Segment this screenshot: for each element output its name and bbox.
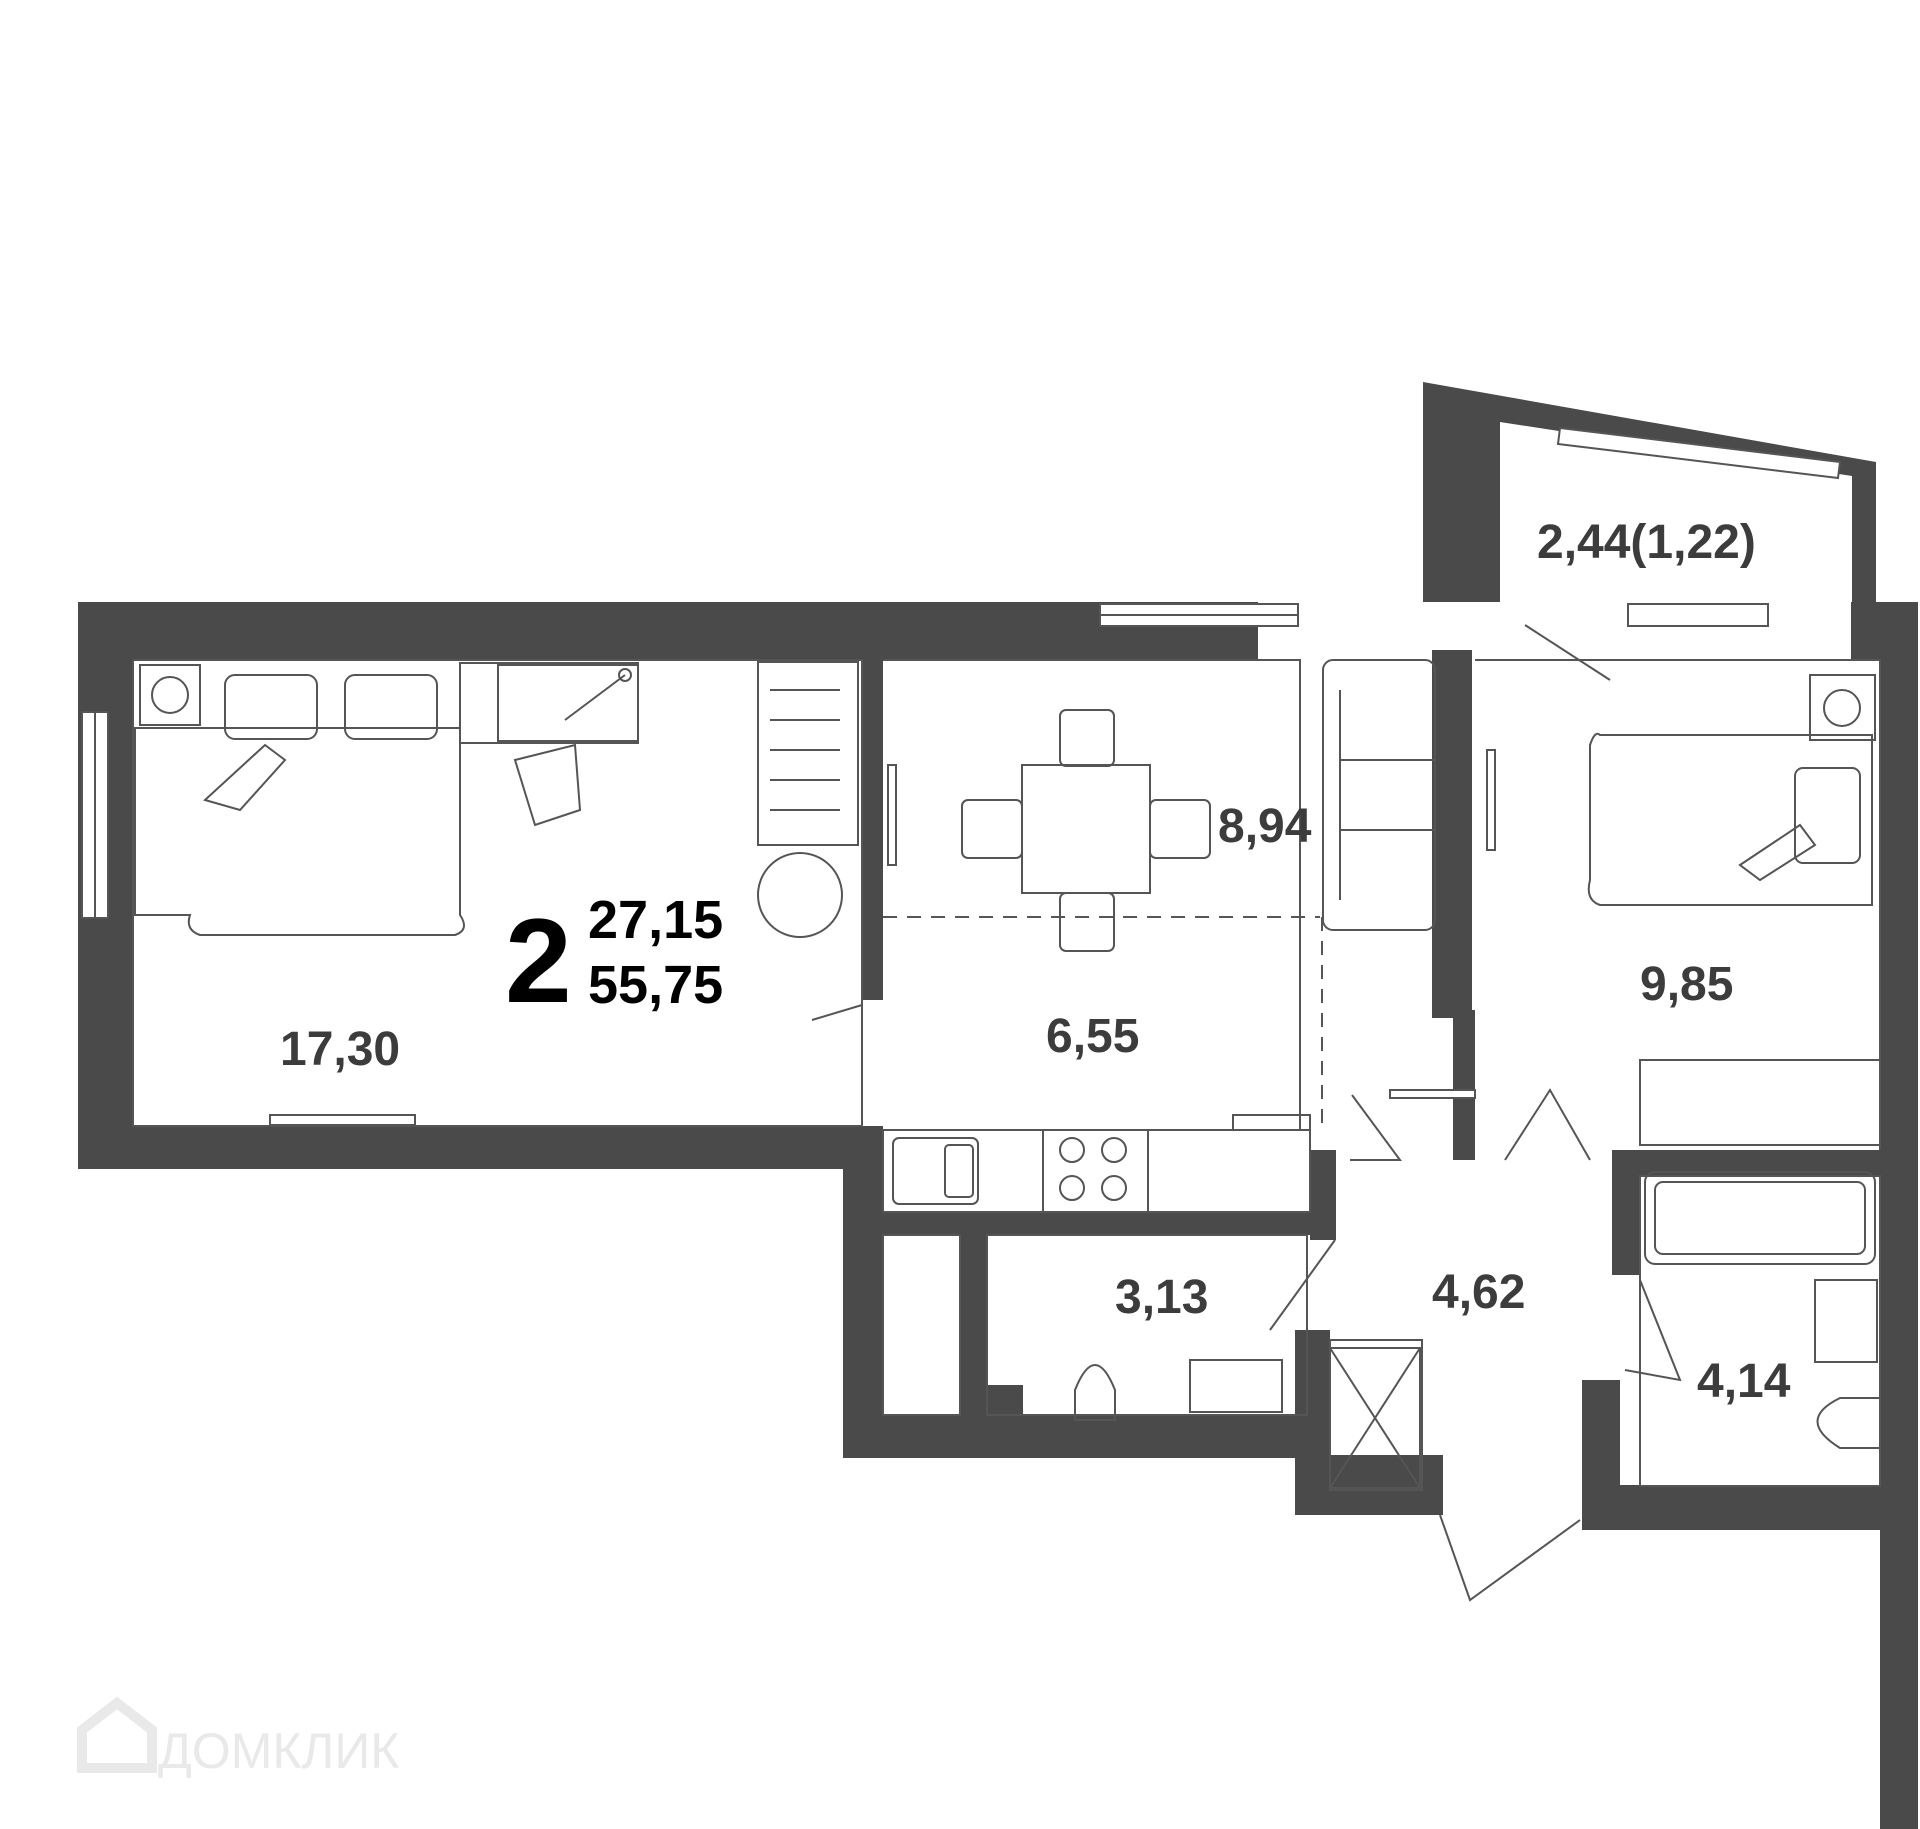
- watermark: ДОМКЛИК: [77, 1696, 399, 1779]
- area-balcony: 2,44(1,22): [1537, 516, 1756, 569]
- walls: [78, 382, 1918, 1829]
- area-bedroom-large: 17,30: [280, 1023, 400, 1076]
- living-area: 27,15: [588, 890, 723, 950]
- area-bathroom: 4,14: [1697, 1355, 1791, 1408]
- area-hall: 4,62: [1432, 1266, 1525, 1319]
- area-bedroom-small: 9,85: [1640, 958, 1733, 1011]
- area-wc: 3,13: [1115, 1271, 1208, 1324]
- furniture: [134, 624, 1881, 1602]
- area-kitchen: 8,94: [1218, 800, 1312, 853]
- area-dining: 6,55: [1046, 1010, 1139, 1063]
- watermark-text: ДОМКЛИК: [158, 1723, 399, 1779]
- rooms-count: 2: [505, 894, 572, 1028]
- total-area: 55,75: [588, 955, 723, 1015]
- house-logo-icon: [77, 1696, 157, 1773]
- labels: 17,30 8,94 6,55 9,85 2,44(1,22) 3,13 4,6…: [280, 516, 1791, 1408]
- windows: [81, 426, 1842, 1099]
